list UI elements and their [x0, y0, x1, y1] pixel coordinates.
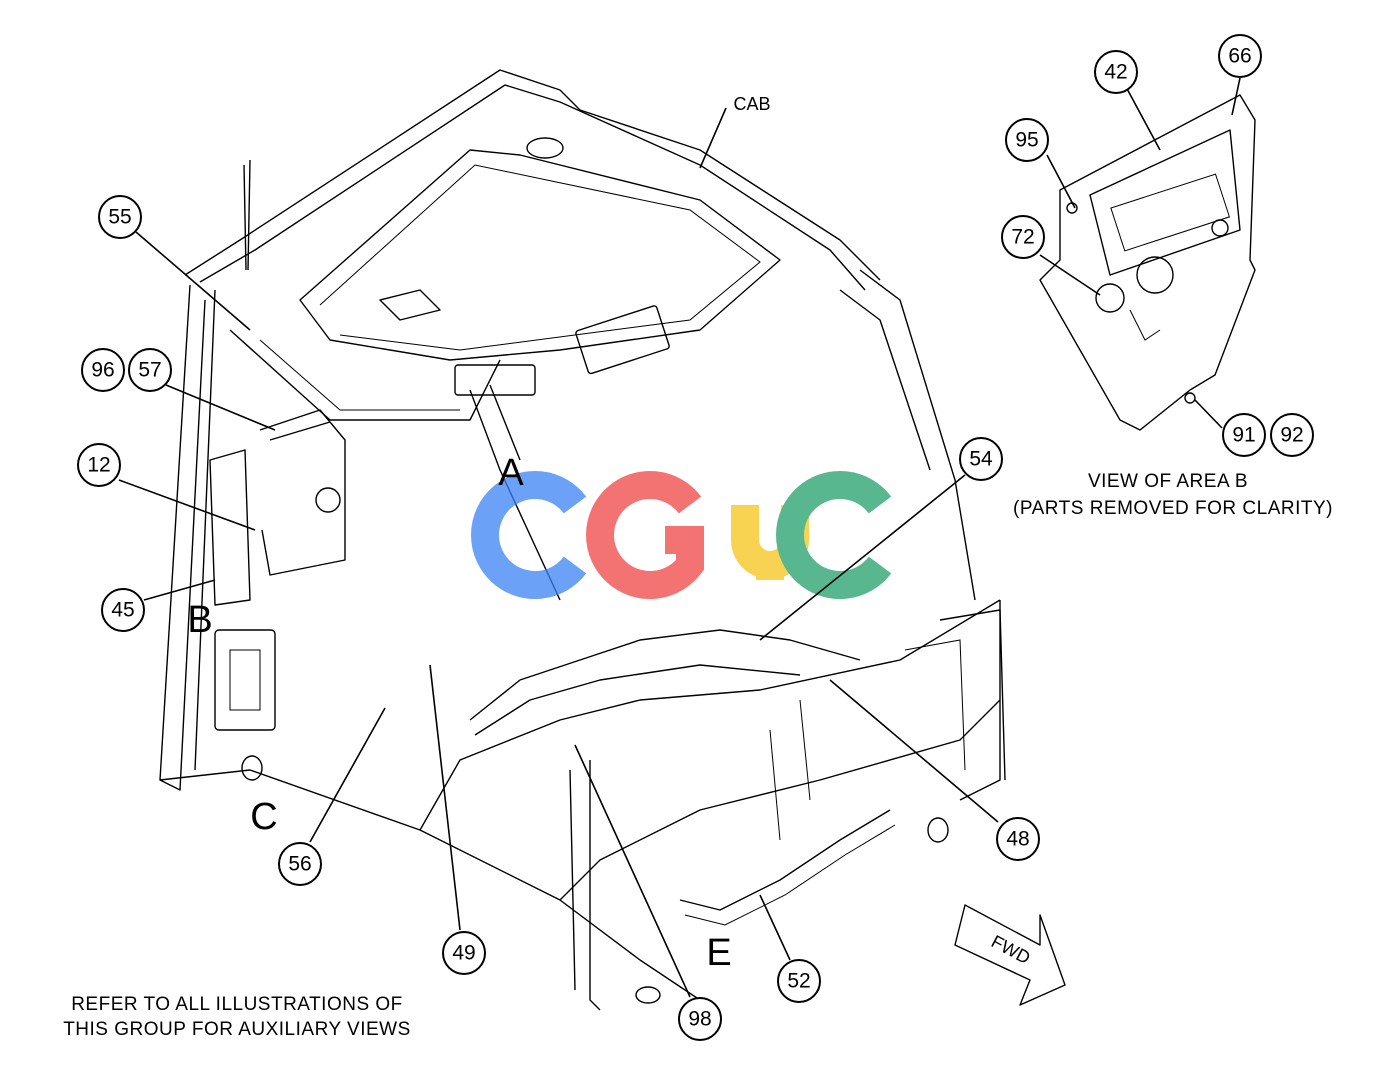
callout-42-label: 42: [1104, 61, 1127, 84]
callout-52: 52: [777, 959, 821, 1003]
note-line-1: REFER TO ALL ILLUSTRATIONS OF: [71, 994, 403, 1015]
callout-54: 54: [959, 437, 1003, 481]
fwd-label: FWD: [988, 931, 1034, 968]
callout-57: 57: [128, 348, 172, 392]
callout-42: 42: [1094, 50, 1138, 94]
callout-96: 96: [81, 348, 125, 392]
area-letter-a: A: [498, 452, 524, 494]
area-b-inset-art: [1039, 94, 1256, 431]
callout-12: 12: [77, 443, 121, 487]
callout-95-label: 95: [1015, 129, 1038, 152]
callout-95: 95: [1005, 118, 1049, 162]
callout-98: 98: [678, 997, 722, 1041]
view-title: VIEW OF AREA B: [1088, 471, 1248, 492]
callout-72-label: 72: [1011, 226, 1034, 249]
callout-56-label: 56: [288, 853, 311, 876]
watermark: [471, 471, 892, 599]
cab-line-art: [159, 69, 1006, 1011]
callout-96-label: 96: [91, 359, 114, 382]
callout-91-label: 91: [1232, 424, 1255, 447]
callout-92: 92: [1270, 413, 1314, 457]
callout-66-label: 66: [1228, 45, 1251, 68]
callout-72: 72: [1001, 215, 1045, 259]
callout-52-label: 52: [787, 970, 810, 993]
leader-lines: [118, 77, 1241, 998]
callout-92-label: 92: [1280, 424, 1303, 447]
area-letter-c: C: [250, 796, 277, 838]
callout-48-label: 48: [1006, 828, 1029, 851]
callout-54-label: 54: [969, 448, 993, 471]
area-letter-e: E: [706, 932, 731, 974]
callout-55: 55: [98, 195, 142, 239]
callout-45: 45: [101, 588, 145, 632]
note-line-2: THIS GROUP FOR AUXILIARY VIEWS: [63, 1019, 411, 1040]
area-letter-b: B: [187, 599, 212, 641]
callout-12-label: 12: [87, 454, 110, 477]
view-subtitle: (PARTS REMOVED FOR CLARITY): [1013, 498, 1333, 519]
callout-48: 48: [996, 817, 1040, 861]
callout-98-label: 98: [688, 1008, 711, 1031]
callout-91: 91: [1222, 413, 1266, 457]
forward-arrow-icon: FWD: [954, 904, 1066, 1006]
cab-label: CAB: [733, 94, 770, 114]
callout-45-label: 45: [111, 599, 134, 622]
callout-56: 56: [278, 842, 322, 886]
callout-55-label: 55: [108, 206, 131, 229]
callout-66: 66: [1218, 34, 1262, 78]
callout-49-label: 49: [452, 942, 475, 965]
callout-57-label: 57: [138, 359, 161, 382]
callout-49: 49: [442, 931, 486, 975]
